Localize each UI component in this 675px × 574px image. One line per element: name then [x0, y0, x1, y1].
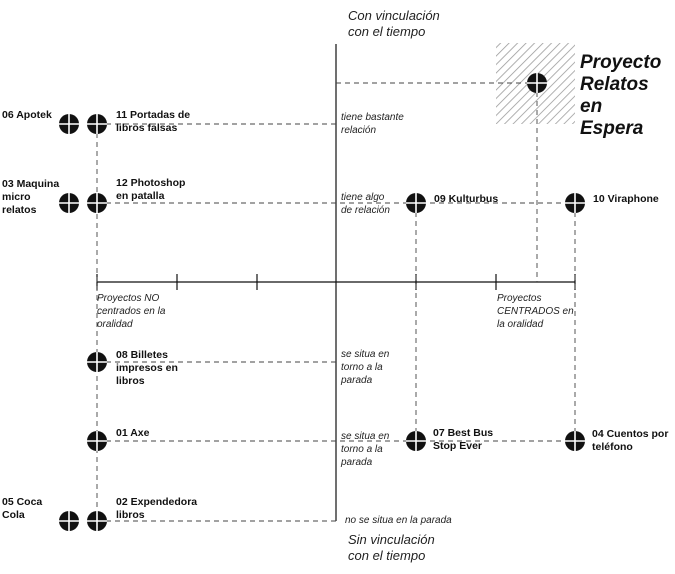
marker-p03 [59, 193, 79, 213]
level-label-l3: se situa en torno a la parada [341, 349, 390, 386]
project-label-p11: 11 Portadas de libros falsas [116, 109, 191, 134]
marker-p08 [87, 352, 107, 372]
marker-p06 [59, 114, 79, 134]
dashed-guides [96, 82, 576, 522]
level-label-l4: se situa en torno a la parada [341, 431, 390, 468]
marker-p01 [87, 431, 107, 451]
level-label-l1: tiene bastante relación [341, 112, 404, 136]
axis-label-left: Proyectos NO centrados en la oralidad [97, 293, 166, 330]
marker-p04 [565, 431, 585, 451]
marker-p02 [87, 511, 107, 531]
marker-p12 [87, 193, 107, 213]
project-label-p06: 06 Apotek [2, 109, 52, 121]
project-label-p03: 03 Maquina micro relatos [2, 178, 60, 216]
project-label-p04: 04 Cuentos por teléfono [592, 428, 669, 453]
marker-p07 [406, 431, 426, 451]
axis-label-right: Proyectos CENTRADOS en la oralidad [497, 293, 574, 330]
project-label-p01: 01 Axe [116, 427, 150, 439]
project-label-p12: 12 Photoshop en patalla [116, 177, 186, 202]
project-label-p07: 07 Best Bus Stop Ever [433, 427, 494, 452]
marker-p10 [565, 193, 585, 213]
project-label-p09: 09 Kulturbus [434, 193, 499, 205]
markers [59, 73, 585, 531]
project-label-p10: 10 Viraphone [593, 193, 659, 205]
level-label-l2: tiene algo de relación [341, 192, 390, 216]
level-label-l5: no se situa en la parada [345, 515, 452, 526]
axis-title-bottom: Sin vinculación con el tiempo [348, 532, 435, 563]
marker-featured [527, 73, 547, 93]
marker-p09 [406, 193, 426, 213]
axis-title-top: Con vinculación con el tiempo [348, 8, 440, 39]
featured-project-title: Proyecto Relatos en Espera [580, 52, 662, 139]
project-label-p08: 08 Billetes impresos en libros [116, 349, 178, 387]
marker-p11 [87, 114, 107, 134]
marker-p05 [59, 511, 79, 531]
project-label-p02: 02 Expendedora libros [116, 496, 198, 521]
project-label-p05: 05 Coca Cola [2, 496, 43, 521]
